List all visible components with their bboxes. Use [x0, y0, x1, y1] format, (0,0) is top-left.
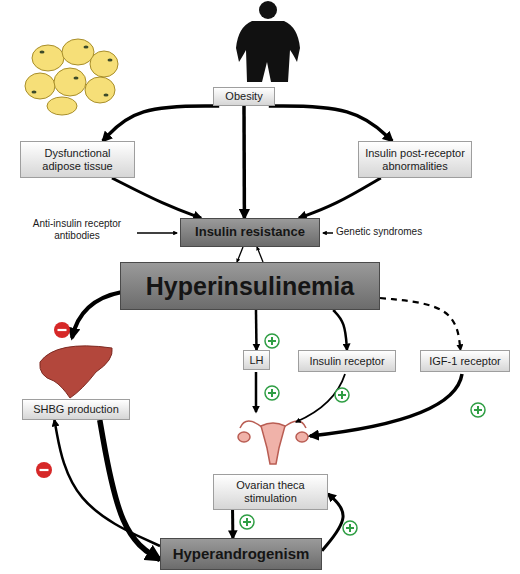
node-text: Hyperandrogenism — [173, 545, 310, 562]
influence-arrow — [231, 510, 234, 538]
influence-arrow — [269, 106, 392, 141]
influence-arrow — [54, 420, 160, 546]
process-box: Insulin receptor — [298, 350, 396, 372]
liver-illustration — [40, 346, 112, 398]
liver-arrow — [72, 292, 122, 338]
influence-arrow — [100, 420, 160, 560]
influence-arrow — [242, 106, 246, 218]
cause-box: Dysfunctional adipose tissue — [20, 141, 135, 178]
state-box: Hyperandrogenism — [160, 538, 322, 570]
node-text: LH — [249, 354, 263, 367]
influence-arrow — [257, 247, 263, 262]
state-box: Insulin resistance — [180, 218, 320, 247]
node-text: Insulin resistance — [195, 225, 305, 240]
igf-uterus-arrow — [310, 374, 462, 436]
process-box: LH — [243, 350, 270, 370]
influence-arrow — [255, 310, 258, 350]
influence-arrow — [112, 178, 201, 218]
layout-arrows — [72, 233, 462, 436]
process-box: IGF-1 receptor — [420, 350, 510, 372]
genetic-arrow — [323, 232, 333, 234]
adipocyte-cluster — [25, 39, 118, 115]
node-text: SHBG production — [33, 403, 119, 416]
node-text: Hyperinsulinemia — [146, 272, 354, 301]
influence-arrow — [103, 106, 219, 141]
cause-box: Obesity — [213, 87, 275, 106]
cause-label: Genetic syndromes — [336, 226, 446, 238]
node-text: Insulin post-receptor abnormalities — [362, 147, 468, 172]
influence-arrow — [237, 247, 243, 262]
lh-uterus-arrow — [255, 372, 258, 412]
node-text: Obesity — [225, 90, 262, 103]
node-text: IGF-1 receptor — [429, 355, 501, 368]
process-box: SHBG production — [22, 399, 130, 420]
node-text: Dysfunctional adipose tissue — [24, 147, 131, 172]
obesity-silhouette — [236, 1, 300, 82]
cause-box: Insulin post-receptor abnormalities — [358, 141, 472, 178]
cause-label: Anti-insulin receptor antibodies — [18, 218, 136, 242]
influence-arrow — [333, 310, 347, 350]
central-state-box: Hyperinsulinemia — [120, 262, 380, 310]
node-text: Insulin receptor — [309, 355, 384, 368]
influence-arrow — [380, 298, 461, 350]
uterus-illustration — [238, 421, 308, 464]
node-text: Ovarian theca stimulation — [217, 479, 324, 504]
antibody-arrow — [137, 232, 177, 234]
influence-arrow — [299, 178, 381, 218]
process-box: Ovarian theca stimulation — [213, 474, 328, 510]
